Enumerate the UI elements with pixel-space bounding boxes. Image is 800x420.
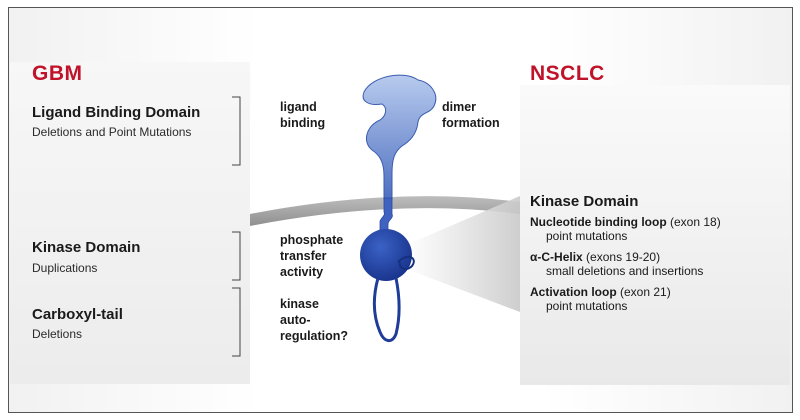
phosphate-transfer-label: phosphate transfer activity	[280, 233, 344, 279]
ligand-binding-domain-title: Ligand Binding Domain	[32, 104, 201, 121]
kinase-domain-title-left: Kinase Domain	[32, 239, 141, 256]
carboxyl-tail-shape	[372, 277, 401, 342]
right-panel-background	[520, 85, 790, 385]
kinase-domain-shape	[360, 229, 412, 281]
cell-membrane	[250, 196, 520, 226]
alpha-c-helix-item: α-C-Helix (exons 19-20) small deletions …	[530, 250, 704, 278]
kinase-domain-subtitle-left: Duplications	[32, 261, 98, 275]
activation-loop-item: Activation loop (exon 21) point mutation…	[530, 285, 671, 313]
kinase-autoregulation-label: kinase auto- regulation?	[280, 297, 349, 343]
bracket-kinase	[232, 231, 241, 281]
nsclc-heading: NSCLC	[530, 62, 605, 85]
ligand-binding-domain-subtitle: Deletions and Point Mutations	[32, 125, 192, 139]
kinase-loop	[397, 255, 415, 270]
nucleotide-binding-loop-item: Nucleotide binding loop (exon 18) point …	[530, 215, 721, 243]
dimer-formation-label: dimer formation	[442, 100, 500, 130]
kinase-domain-title-right: Kinase Domain	[530, 193, 639, 210]
gbm-heading: GBM	[32, 62, 83, 85]
left-panel-background	[10, 62, 250, 384]
carboxyl-tail-title: Carboxyl-tail	[32, 306, 123, 323]
bracket-ligand	[232, 96, 241, 166]
ligand-binding-label: ligand binding	[280, 100, 326, 130]
bracket-tail	[232, 287, 241, 357]
zoom-wedge	[404, 196, 520, 312]
extracellular-domain	[362, 74, 437, 201]
carboxyl-tail-subtitle: Deletions	[32, 327, 83, 341]
